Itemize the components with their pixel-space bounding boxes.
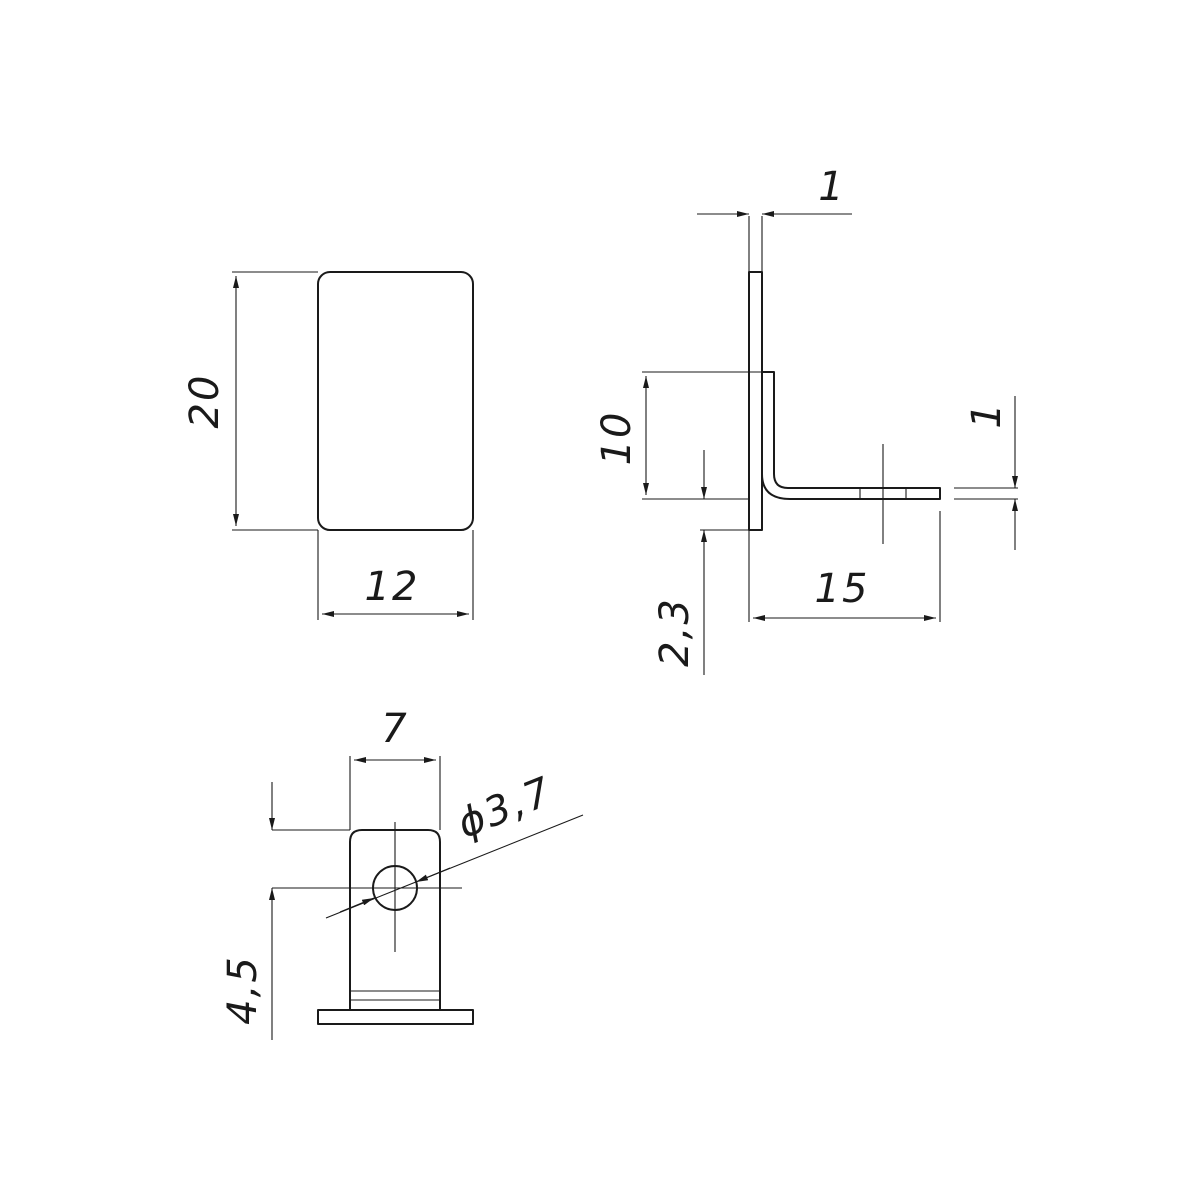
top-hole-diameter-label: ϕ3,7 — [451, 768, 559, 847]
front-height-label: 20 — [182, 374, 228, 429]
side-height-label: 10 — [594, 411, 640, 466]
top-diameter-arrow-left — [339, 897, 375, 913]
top-hole-position-label: 4,5 — [220, 955, 266, 1025]
top-view-base-flange — [317, 1009, 474, 1025]
top-diameter-arrow-right — [415, 867, 451, 883]
top-width-label: 7 — [381, 706, 408, 752]
front-view-plate — [317, 271, 474, 531]
side-plate-thickness-label: 1 — [818, 164, 845, 210]
front-width-label: 12 — [365, 564, 420, 610]
side-view-plate — [748, 271, 763, 531]
side-view-bracket — [761, 371, 941, 500]
side-view: 1 10 2,3 15 1 — [594, 164, 1018, 675]
side-length-label: 15 — [815, 566, 870, 612]
top-view: 7 4,5 ϕ3,7 — [220, 706, 584, 1040]
side-flange-thickness-label: 1 — [964, 401, 1010, 428]
side-offset-label: 2,3 — [652, 597, 698, 667]
front-view: 20 12 — [182, 271, 474, 620]
